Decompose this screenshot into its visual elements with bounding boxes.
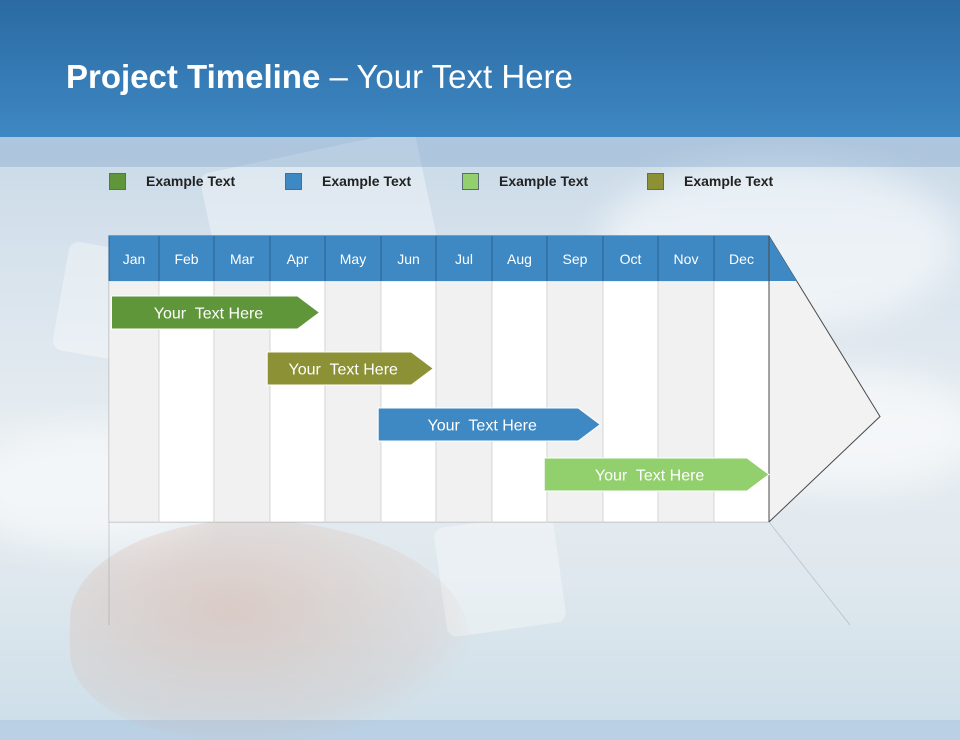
task-bar-label: Your Text Here: [595, 468, 705, 485]
month-label: Dec: [729, 251, 754, 267]
task-bar: [266, 351, 435, 386]
task-bar-label: Your Text Here: [154, 306, 264, 323]
month-label: Nov: [674, 251, 699, 267]
month-column: [324, 280, 382, 523]
title-bar: [0, 0, 960, 137]
month-label: Sep: [563, 251, 588, 267]
legend-label: Example Text: [146, 173, 236, 189]
legend-item-4: Example Text: [647, 171, 773, 191]
month-label: May: [340, 251, 366, 267]
legend-label: Example Text: [684, 173, 774, 189]
month-header-band: [109, 236, 797, 281]
month-label: Jan: [123, 251, 146, 267]
month-label: Apr: [287, 251, 309, 267]
month-label: Mar: [230, 251, 254, 267]
legend-item-1: Example Text: [109, 171, 235, 191]
task-bar: [543, 457, 770, 492]
task-bar: [111, 295, 321, 330]
page-title-rest: – Your Text Here: [320, 58, 573, 95]
task-bar-label: Your Text Here: [289, 362, 399, 379]
header-band: [0, 137, 960, 167]
page-title: Project Timeline – Your Text Here: [66, 58, 573, 96]
legend-label: Example Text: [499, 173, 589, 189]
legend-swatch: [647, 172, 664, 190]
legend-swatch: [285, 172, 302, 190]
month-label: Feb: [174, 251, 198, 267]
task-bar: [377, 407, 602, 442]
month-label: Jul: [455, 251, 473, 267]
month-label: Jun: [397, 251, 420, 267]
month-label: Oct: [620, 251, 642, 267]
task-bar-label: Your Text Here: [427, 418, 537, 435]
month-column: [491, 280, 548, 523]
hand-image: [70, 520, 470, 740]
legend-swatch: [109, 172, 126, 190]
legend-item-3: Example Text: [462, 171, 588, 191]
month-label: Aug: [507, 251, 532, 267]
timeline-diagram: Jan Feb Mar Apr May Jun Jul Aug Sep Oct Nov DecYour…: [108, 235, 881, 626]
legend-item-2: Example Text: [285, 171, 411, 191]
timeline-reflection: [108, 521, 851, 626]
reflection-line: [768, 521, 851, 626]
page-title-bold: Project Timeline: [66, 58, 321, 95]
month-column: [380, 280, 437, 523]
month-column: [435, 280, 493, 523]
legend-label: Example Text: [322, 173, 412, 189]
legend-swatch: [462, 172, 479, 190]
